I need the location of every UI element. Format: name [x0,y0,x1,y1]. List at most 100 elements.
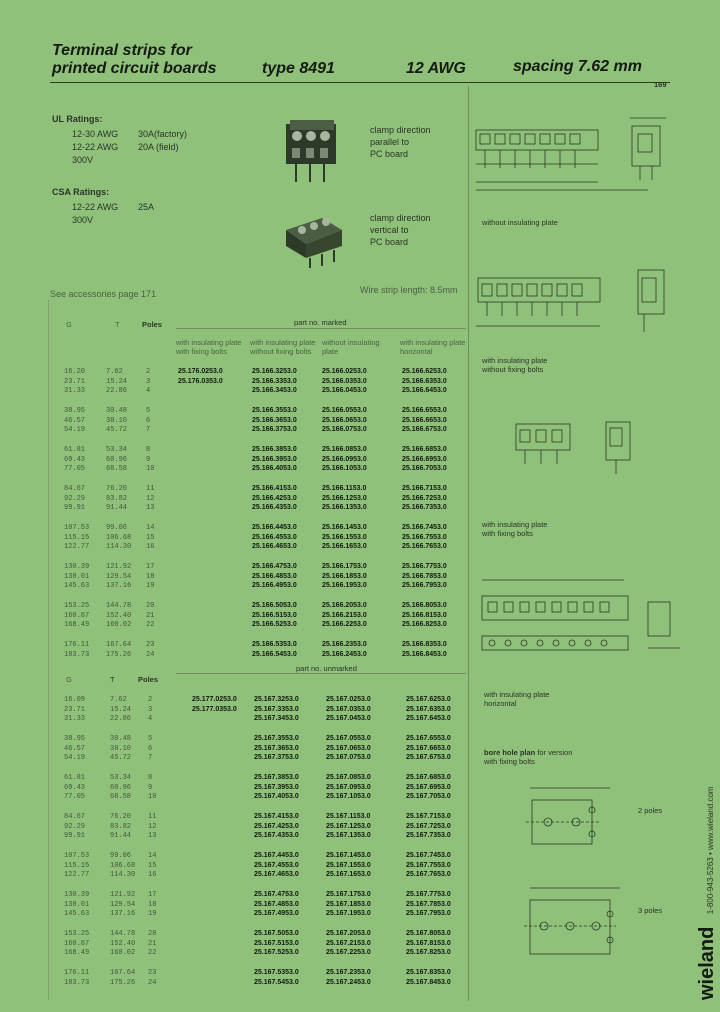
part-number-col4: 25.167.8253.0 [406,949,451,956]
part-number-col2: 25.166.3253.0 [252,368,297,375]
table-cell-g: 176.11 [64,641,90,649]
table-cell-g: 77.05 [64,793,86,801]
part-number-col3: 25.166.1253.0 [322,494,367,502]
table-cell-t: 106.68 [106,533,132,542]
part-number-col3: 25.167.1353.0 [326,832,371,839]
part-number-col3: 25.166.0353.0 [322,377,367,385]
part-number-col4: 25.167.7953.0 [406,910,451,917]
column-divider [468,86,469,1001]
table-cell-g: 77.05 [64,465,86,473]
part-number-col2: 25.166.3453.0 [252,387,297,394]
part-number-col3: 25.166.2453.0 [322,650,367,658]
part-number-col4: 25.167.8353.0 [406,969,451,976]
part-number-col4: 25.166.6553.0 [402,407,447,414]
part-number-col3: 25.166.2053.0 [322,602,367,609]
table-cell-g: 99.91 [64,504,86,512]
table-cell-poles: 4 [148,715,153,723]
table-cell-t: 106.68 [110,861,136,870]
table-cell-poles: 15 [148,861,157,870]
table-cell-g: 16.09 [64,696,86,704]
t2-col-g: G [66,675,72,684]
table-cell-t: 83.82 [106,494,128,503]
table-cell-poles: 20 [146,602,155,610]
table-cell-poles: 14 [146,524,155,532]
part-number-col3: 25.166.2153.0 [322,611,367,619]
table-cell-poles: 8 [146,446,151,454]
t1-col-poles: Poles [142,320,163,329]
table-cell-poles: 8 [148,774,153,782]
part-number-col2: 25.167.3553.0 [254,735,299,742]
csa-rating-awg: 12-22 AWG [72,202,119,212]
drawing-plate-small [515,421,631,474]
part-number-col4: 25.166.7453.0 [402,524,447,531]
part-number-col3: 25.167.1853.0 [326,900,371,908]
bore-hole-caption: bore hole plan for version with fixing b… [484,748,573,766]
drawing-without-plate [475,117,666,191]
part-number-col2: 25.166.4953.0 [252,582,297,589]
table-cell-poles: 23 [146,641,155,649]
part-number-col3: 25.167.2153.0 [326,939,371,947]
table-cell-poles: 7 [146,426,151,434]
part-number-col3: 25.166.0953.0 [322,455,367,463]
part-number-col4: 25.167.8053.0 [406,930,451,937]
part-number-col4: 25.167.7453.0 [406,852,451,859]
table-cell-g: 31.33 [64,387,86,395]
part-number-col1: 25.176.0253.0 [178,368,223,375]
table-cell-poles: 16 [146,543,155,551]
table-cell-poles: 22 [146,621,155,629]
table-cell-poles: 18 [148,900,157,909]
table-cell-poles: 24 [148,978,157,987]
part-number-col3: 25.166.0453.0 [322,387,367,394]
part-number-col2: 25.166.4553.0 [252,533,297,541]
part-number-col4: 25.167.7053.0 [406,793,451,800]
part-number-col2: 25.167.4253.0 [254,822,299,830]
t2-part-header: part no. unmarked [296,664,357,673]
drawing-with-plate-no-bolts [476,269,665,332]
part-number-col3: 25.167.2253.0 [326,949,371,956]
part-number-col4: 25.167.6553.0 [406,735,451,742]
table-cell-t: 53.34 [110,774,132,782]
table-cell-g: 153.25 [64,602,90,610]
table-cell-g: 153.25 [64,930,90,938]
table-cell-t: 137.16 [106,582,132,590]
table-cell-g: 69.43 [64,455,86,464]
table-cell-g: 160.87 [64,939,90,948]
part-number-col4: 25.166.7053.0 [402,465,447,472]
part-number-col4: 25.167.6653.0 [406,744,451,752]
table-cell-poles: 21 [148,939,157,948]
part-number-col3: 25.166.0753.0 [322,426,367,433]
part-number-col3: 25.166.0553.0 [322,407,367,414]
part-number-col4: 25.166.6953.0 [402,455,447,463]
part-number-col2: 25.167.4653.0 [254,871,299,878]
part-number-col4: 25.166.7153.0 [402,485,447,492]
table-cell-t: 38.10 [106,416,128,425]
table-cell-t: 91.44 [110,832,132,840]
part-number-col2: 25.166.3653.0 [252,416,297,424]
part-number-col2: 25.166.3953.0 [252,455,297,463]
table-cell-t: 129.54 [110,900,136,909]
table-cell-poles: 4 [146,387,151,395]
table-cell-t: 160.02 [110,949,136,957]
part-number-col2: 25.167.3353.0 [254,705,299,713]
part-number-col4: 25.166.6853.0 [402,446,447,453]
table-cell-poles: 24 [146,650,155,659]
table-cell-t: 15.24 [110,705,132,714]
table-cell-poles: 13 [146,504,155,512]
part-number-col2: 25.167.4453.0 [254,852,299,859]
ul-ratings-title: UL Ratings: [52,114,103,124]
brand-logo: wieland [696,926,718,1000]
table-cell-g: 122.77 [64,543,90,551]
table-cell-g: 92.29 [64,822,86,831]
left-edge-line [48,300,49,1000]
table-cell-g: 16.20 [64,368,86,376]
table-cell-g: 92.29 [64,494,86,503]
table-cell-poles: 12 [146,494,155,503]
table-cell-poles: 19 [146,582,155,590]
bore-plan-2-poles [526,787,610,845]
table-cell-poles: 18 [146,572,155,581]
table-cell-t: 175.26 [106,650,132,659]
terminal-photo-vertical [286,218,342,268]
